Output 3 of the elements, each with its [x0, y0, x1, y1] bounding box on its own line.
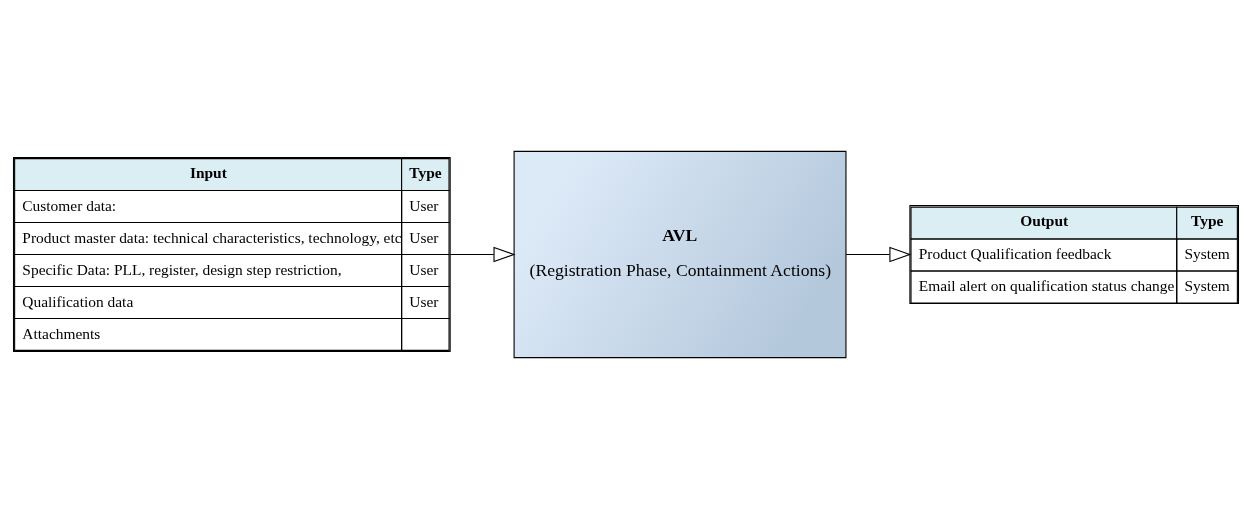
arrow	[449, 246, 516, 262]
node-box: AVL (Registration Phase, Containment Actions)	[513, 150, 847, 358]
arrow	[845, 246, 912, 262]
